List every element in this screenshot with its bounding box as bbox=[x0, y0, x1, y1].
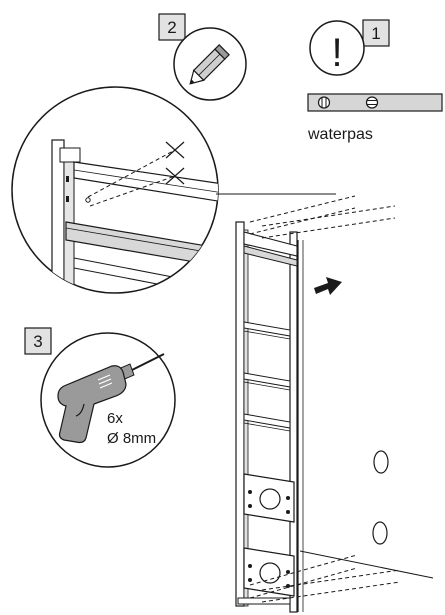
pencil-icon bbox=[189, 44, 230, 85]
step-2-callout: 2 bbox=[158, 13, 247, 101]
frame-rungs bbox=[243, 321, 291, 432]
step-3-number: 3 bbox=[33, 332, 42, 351]
step-2-box bbox=[158, 13, 186, 41]
step-3-box bbox=[24, 327, 52, 355]
detail-frame-closeup bbox=[51, 139, 218, 293]
mounting-frame bbox=[235, 221, 304, 613]
floor-reference-line bbox=[299, 550, 434, 579]
detail-magnifier bbox=[11, 86, 336, 294]
spirit-level bbox=[307, 93, 443, 112]
mark-cross-icon bbox=[165, 167, 185, 185]
warning-circle bbox=[309, 20, 365, 76]
step-3-callout: 3 6x Ø 8mm bbox=[24, 327, 176, 468]
warning-icon: ! bbox=[331, 31, 342, 75]
drill-hole-count: 6x bbox=[107, 410, 123, 427]
pipe-bracket-lower bbox=[243, 547, 295, 597]
wall-pipe-hole bbox=[372, 521, 388, 545]
level-vial-vertical-icon bbox=[317, 96, 331, 109]
mark-cross-icon bbox=[165, 141, 185, 159]
step-2-number: 2 bbox=[167, 18, 176, 37]
move-arrow-icon bbox=[314, 277, 342, 295]
level-vial-horizontal-icon bbox=[365, 96, 379, 109]
drill-diameter: Ø 8mm bbox=[107, 430, 156, 447]
pipe-bracket-upper bbox=[243, 473, 295, 523]
top-drill-guide-lines bbox=[249, 195, 396, 239]
step-1-number: 1 bbox=[371, 24, 380, 43]
step-1-callout: 1 ! bbox=[309, 19, 390, 76]
level-caption: waterpas bbox=[307, 126, 373, 143]
bottom-drill-guide-lines bbox=[249, 554, 401, 603]
drill-icon bbox=[57, 353, 165, 444]
step-1-box bbox=[362, 19, 390, 47]
frame-post-left bbox=[235, 221, 245, 607]
wall-pipe-hole bbox=[373, 450, 389, 474]
